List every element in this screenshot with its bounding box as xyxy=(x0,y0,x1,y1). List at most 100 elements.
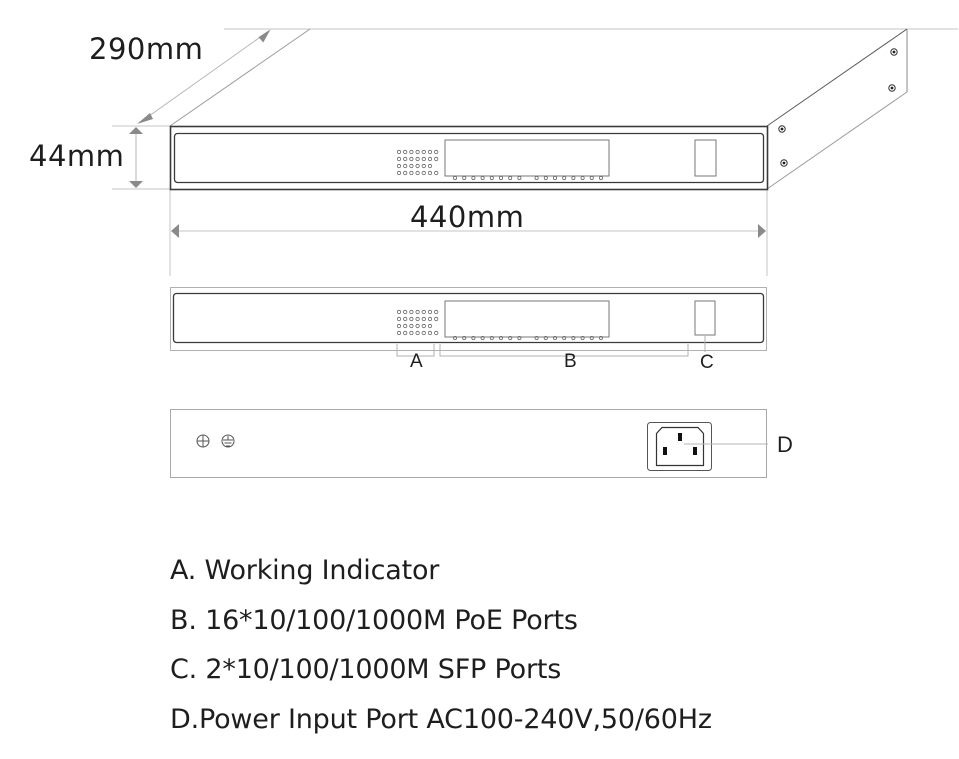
callout-bracket-b xyxy=(439,344,689,357)
width-dimension-arrow xyxy=(171,224,766,238)
led-icon xyxy=(409,316,414,322)
led-icon xyxy=(421,316,426,322)
led-icon xyxy=(415,163,420,169)
poe-port-leds xyxy=(452,175,604,180)
led-icon xyxy=(534,175,539,180)
ground-terminal-icon xyxy=(196,434,210,448)
led-icon xyxy=(508,335,513,340)
led-icon xyxy=(403,170,408,176)
led-icon xyxy=(396,309,402,315)
sfp-port-block xyxy=(694,139,717,177)
side-face-bottom-edge xyxy=(766,91,908,190)
led-icon xyxy=(409,170,414,176)
height-dimension-label: 44mm xyxy=(29,139,125,173)
top-face-left-edge xyxy=(169,28,311,127)
led-icon xyxy=(396,163,402,169)
led-icon xyxy=(409,149,414,155)
front-view-poe-leds xyxy=(452,335,604,340)
led-icon xyxy=(562,335,567,340)
isometric-view xyxy=(112,28,958,276)
width-dimension-label: 440mm xyxy=(410,200,525,234)
led-icon xyxy=(409,323,414,329)
front-view-sfp-block xyxy=(694,300,716,336)
led-icon xyxy=(421,309,426,315)
power-inlet-icon xyxy=(647,422,712,471)
arrow-head-icon xyxy=(129,181,143,188)
led-icon xyxy=(434,309,439,315)
led-icon xyxy=(489,175,494,180)
working-indicator-leds xyxy=(396,149,439,176)
screw-icon xyxy=(778,125,786,133)
depth-dimension-arrow xyxy=(137,29,271,124)
led-icon xyxy=(421,330,426,336)
led-icon xyxy=(403,323,408,329)
led-icon xyxy=(434,156,439,162)
led-icon xyxy=(462,175,467,180)
led-icon xyxy=(409,163,414,169)
led-icon xyxy=(534,335,539,340)
led-icon xyxy=(434,330,439,336)
front-chassis-outline xyxy=(169,125,769,191)
led-icon xyxy=(427,309,433,315)
led-icon xyxy=(396,156,402,162)
screw-icon xyxy=(780,159,788,167)
screw-icon xyxy=(888,84,896,92)
front-panel-bezel xyxy=(173,132,765,184)
led-icon xyxy=(396,170,402,176)
led-icon xyxy=(403,316,408,322)
earth-ground-icon xyxy=(221,434,235,448)
led-icon xyxy=(403,330,408,336)
led-icon xyxy=(498,175,503,180)
led-icon xyxy=(427,170,433,176)
led-icon xyxy=(415,170,420,176)
led-icon xyxy=(543,175,548,180)
led-icon xyxy=(517,335,522,340)
front-view-bezel xyxy=(172,292,765,344)
legend-item-c: C. 2*10/100/1000M SFP Ports xyxy=(170,654,562,685)
led-icon xyxy=(480,335,485,340)
led-icon xyxy=(421,170,426,176)
led-icon xyxy=(571,175,576,180)
screw-icon xyxy=(890,48,898,56)
led-icon xyxy=(427,323,433,329)
led-icon xyxy=(403,149,408,155)
led-icon xyxy=(580,335,585,340)
led-icon xyxy=(589,175,594,180)
led-icon xyxy=(462,335,467,340)
led-icon xyxy=(452,335,457,340)
led-icon xyxy=(434,170,439,176)
led-icon xyxy=(580,175,585,180)
led-icon xyxy=(409,156,414,162)
legend-item-d: D.Power Input Port AC100-240V,50/60Hz xyxy=(170,703,712,735)
led-icon xyxy=(396,330,402,336)
arrow-head-icon xyxy=(129,127,143,134)
led-icon xyxy=(415,149,420,155)
led-icon xyxy=(403,309,408,315)
led-icon xyxy=(415,156,420,162)
led-icon xyxy=(471,175,476,180)
led-icon xyxy=(508,175,513,180)
callout-label-d: D xyxy=(777,432,793,457)
led-icon xyxy=(403,163,408,169)
led-icon xyxy=(571,335,576,340)
led-icon xyxy=(599,335,604,340)
led-icon xyxy=(480,175,485,180)
led-icon xyxy=(427,156,433,162)
depth-dimension-label: 290mm xyxy=(89,32,204,66)
led-icon xyxy=(403,156,408,162)
front-view xyxy=(170,287,767,357)
led-icon xyxy=(396,323,402,329)
led-icon xyxy=(599,175,604,180)
front-view-poe-block xyxy=(444,300,610,338)
led-icon xyxy=(409,330,414,336)
rack-screws xyxy=(778,48,898,167)
legend-item-b: B. 16*10/100/1000M PoE Ports xyxy=(170,604,578,636)
led-icon xyxy=(415,309,420,315)
led-icon xyxy=(517,175,522,180)
callout-label-c: C xyxy=(700,352,714,373)
led-icon xyxy=(434,149,439,155)
led-icon xyxy=(421,163,426,169)
callout-bracket-a xyxy=(396,344,435,357)
led-icon xyxy=(452,175,457,180)
top-face-right-edge xyxy=(766,28,908,127)
